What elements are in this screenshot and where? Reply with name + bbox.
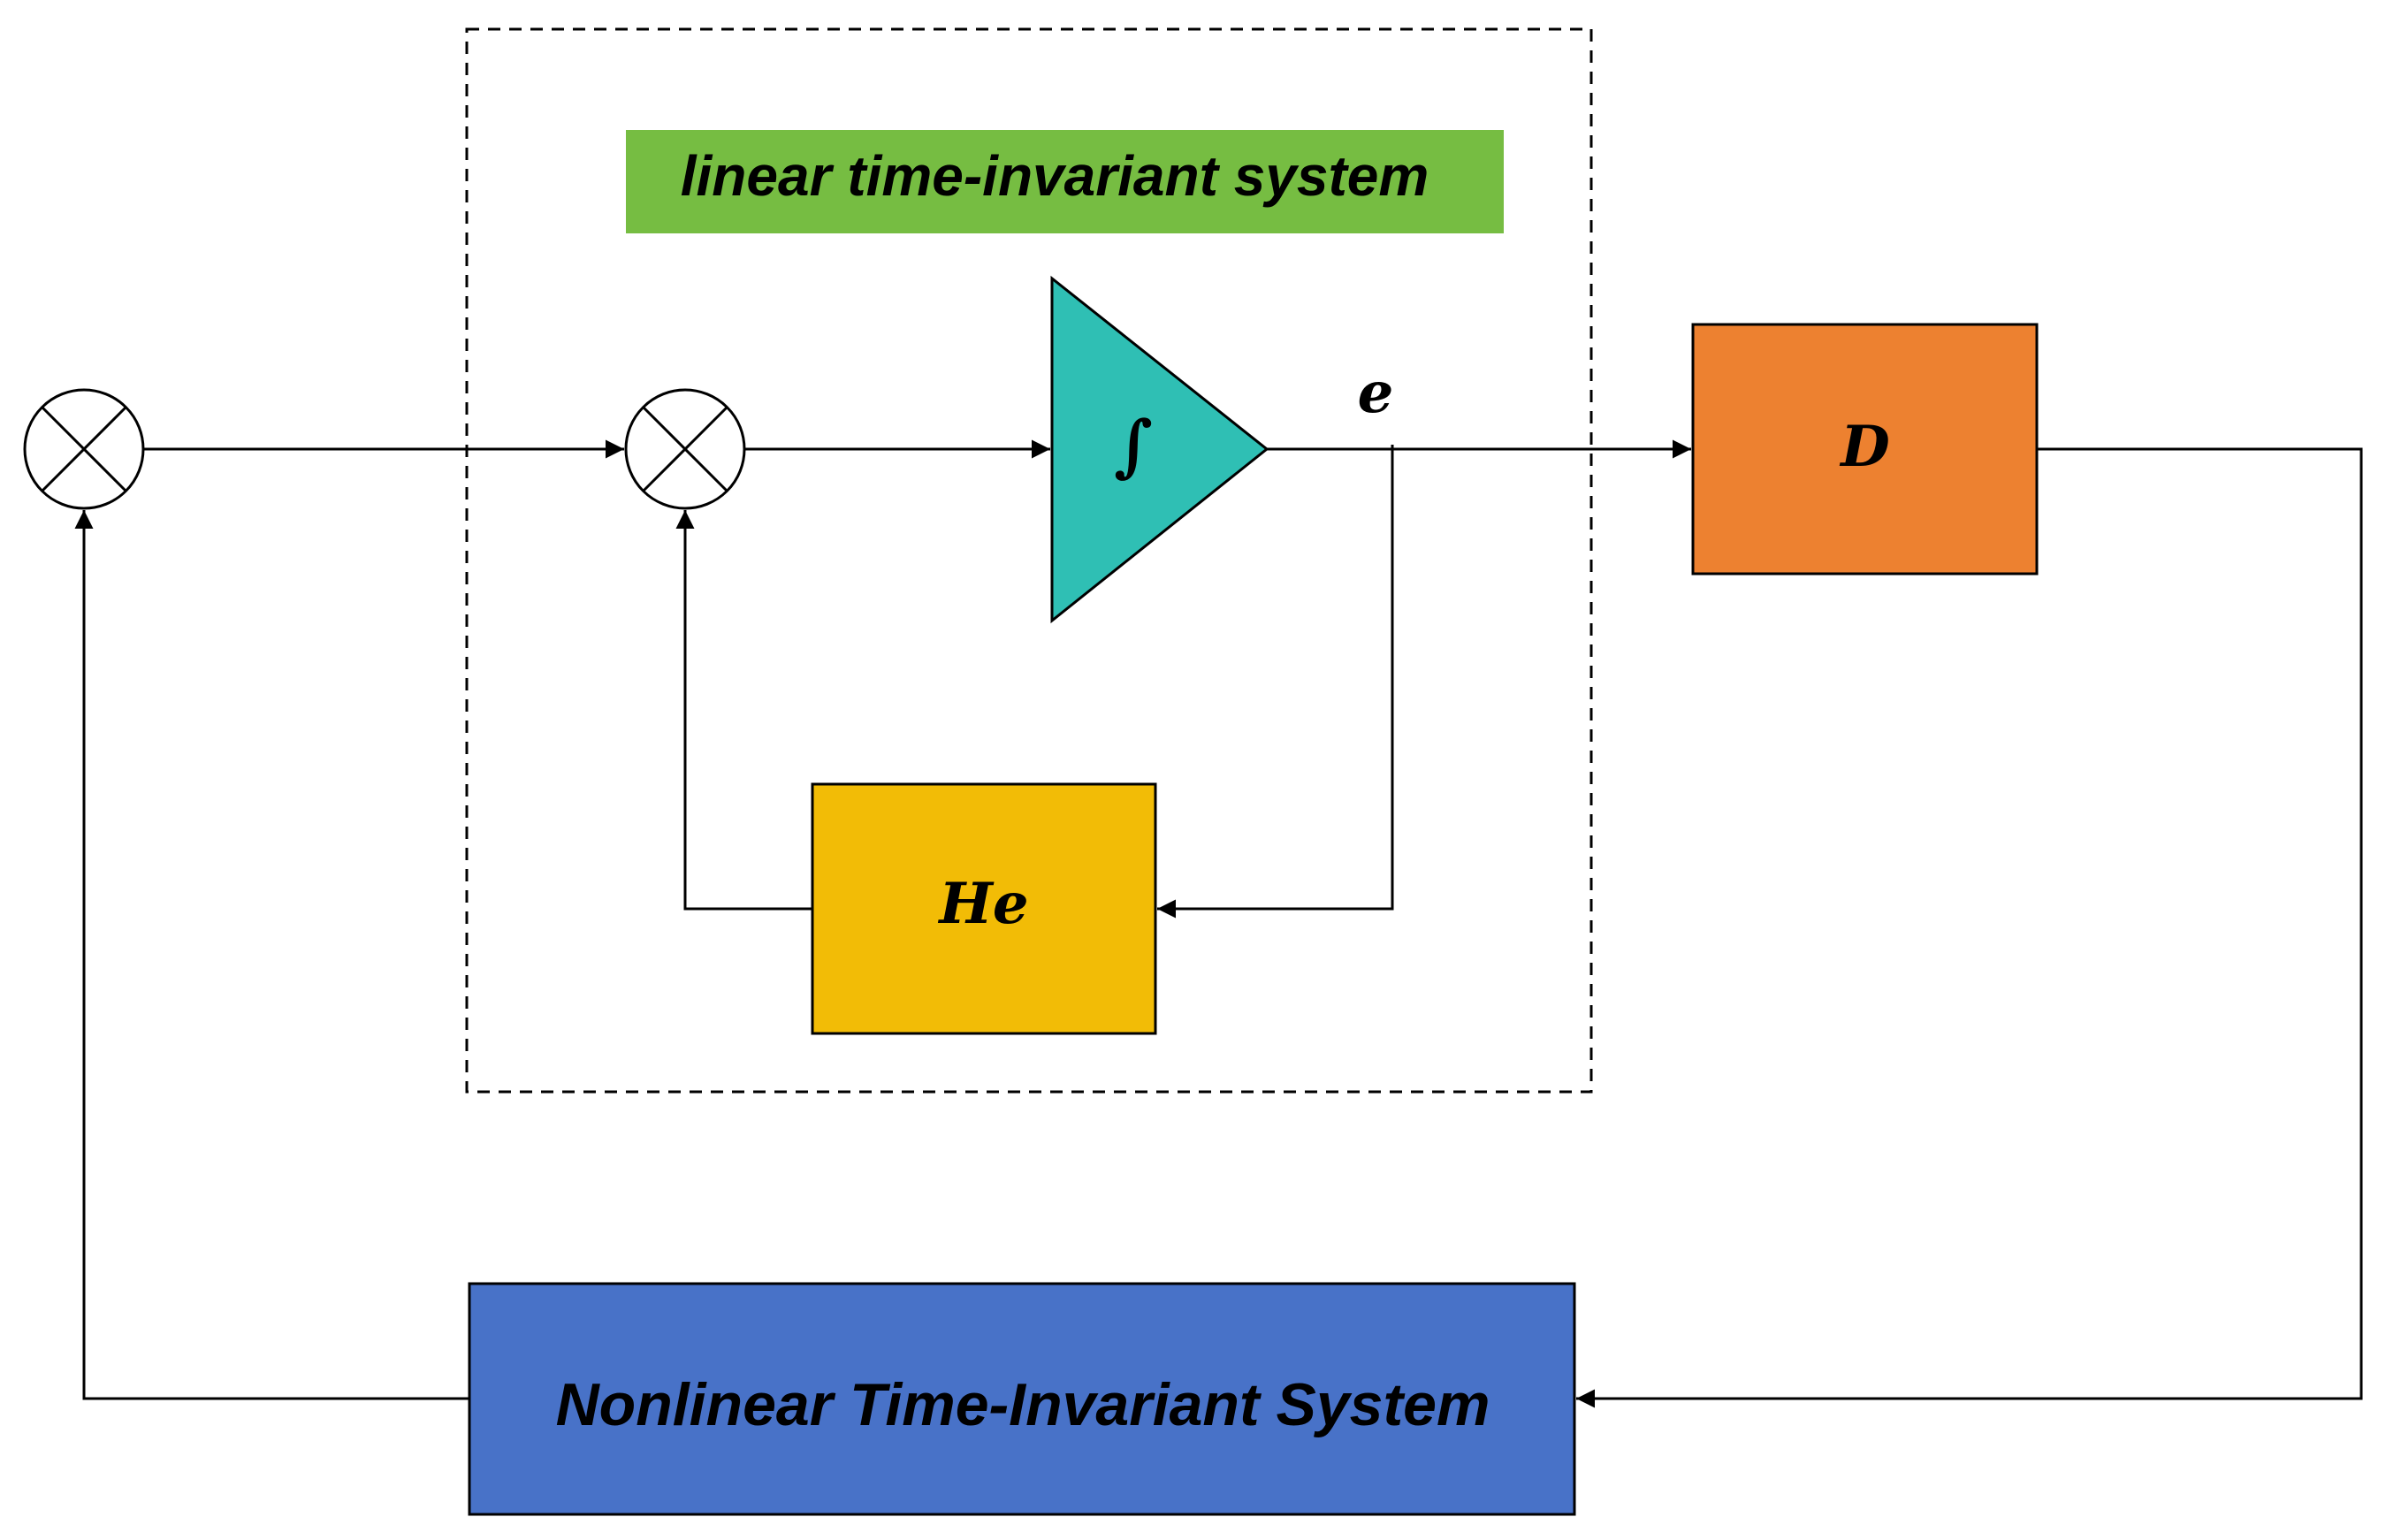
integrator-block (1050, 275, 1269, 624)
inner-summing-junction (624, 388, 746, 510)
nonlinear-block-label: Nonlinear Time-Invariant System (556, 1371, 1490, 1438)
lti-title-box (626, 130, 1504, 233)
nonlinear-block (468, 1282, 1576, 1516)
arrow-nonlinear-to-outer (74, 510, 469, 1400)
lti-boundary (465, 27, 1593, 1094)
outer-summing-junction (23, 388, 145, 510)
integrator-symbol: ∫ (1114, 406, 1153, 484)
arrow-e-to-he (1157, 445, 1394, 919)
signal-e-label: e (1358, 360, 1394, 426)
d-block (1691, 323, 2039, 576)
arrow-d-to-nonlinear (1576, 447, 2363, 1408)
arrow-he-to-inner (675, 510, 812, 911)
d-block-label: D (1839, 414, 1890, 480)
he-block-label: He (937, 871, 1028, 937)
lti-title: linear time-invariant system (681, 144, 1429, 208)
connections (74, 439, 2363, 1408)
